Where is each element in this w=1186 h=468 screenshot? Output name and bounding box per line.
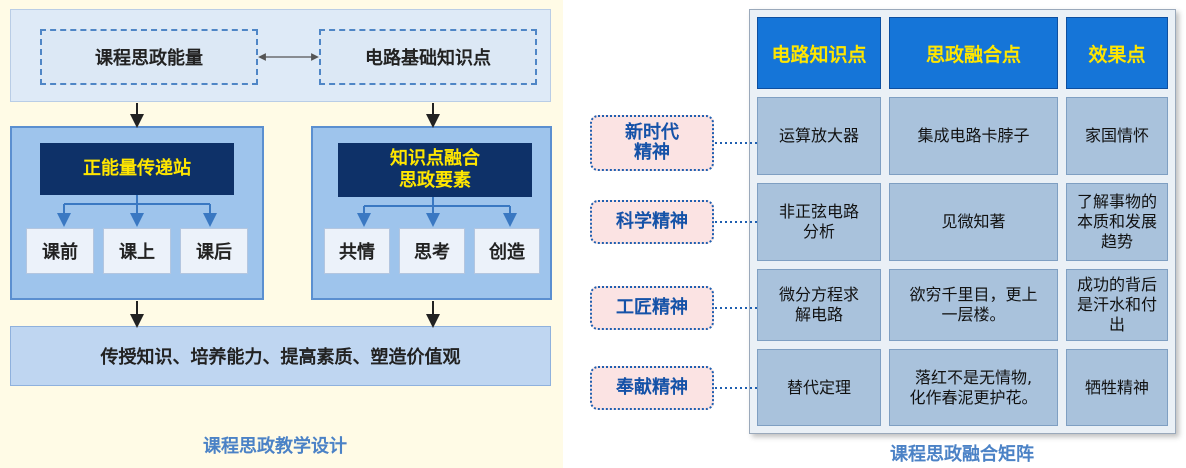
header-ideology-fusion: 思政融合点 xyxy=(889,17,1058,89)
cell-text: 见微知著 xyxy=(941,212,1006,231)
circuit-knowledge-label: 电路基础知识点 xyxy=(365,48,491,69)
cell-text: 欲穷千里目，更上 xyxy=(909,285,1038,304)
cell-text: 了解事物的 xyxy=(1076,192,1157,211)
cell-text: 是汗水和付 xyxy=(1076,295,1157,314)
label-dedication-spirit: 奉献精神 xyxy=(590,366,714,410)
label-craftsman-spirit: 工匠精神 xyxy=(590,286,714,330)
label-scientific-spirit: 科学精神 xyxy=(590,200,714,244)
knowledge-fusion-title: 知识点融合 思政要素 xyxy=(338,143,532,197)
table-cell: 欲穷千里目，更上 一层楼。 xyxy=(889,269,1058,341)
cell-text: 解电路 xyxy=(794,305,843,324)
ideology-energy-label: 课程思政能量 xyxy=(95,48,203,69)
header-effect: 效果点 xyxy=(1066,17,1168,89)
creation-box: 创造 xyxy=(474,228,540,274)
table-cell: 成功的背后 是汗水和付 出 xyxy=(1066,269,1168,341)
header-effect-text: 效果点 xyxy=(1088,43,1146,66)
table-cell: 家国情怀 xyxy=(1066,97,1168,175)
thinking-label: 思考 xyxy=(414,242,450,263)
cell-text: 牺牲精神 xyxy=(1084,377,1149,397)
fusion-matrix-caption: 课程思政融合矩阵 xyxy=(852,440,1072,466)
empathy-box: 共情 xyxy=(324,228,390,274)
cell-text: 本质和发展 xyxy=(1076,212,1157,231)
in-class-box: 课上 xyxy=(103,228,171,274)
left-connectors xyxy=(57,53,517,328)
circuit-knowledge-box: 电路基础知识点 xyxy=(319,29,537,85)
left-fanout xyxy=(57,195,217,227)
empathy-label: 共情 xyxy=(339,242,375,263)
cell-text: 化作春泥更护花。 xyxy=(909,387,1038,407)
cell-text: 集成电路卡脖子 xyxy=(917,126,1030,145)
thinking-box: 思考 xyxy=(399,228,465,274)
table-cell: 牺牲精神 xyxy=(1066,349,1168,426)
cell-text: 替代定理 xyxy=(786,377,851,397)
after-class-box: 课后 xyxy=(180,228,248,274)
header-circuit-knowledge: 电路知识点 xyxy=(757,17,881,89)
cell-text: 运算放大器 xyxy=(778,126,859,145)
table-cell: 替代定理 xyxy=(757,349,881,426)
table-cell: 落红不是无情物, 化作春泥更护花。 xyxy=(889,349,1058,426)
right-fanout xyxy=(357,197,517,227)
table-cell: 了解事物的 本质和发展 趋势 xyxy=(1066,183,1168,261)
label-new-era-spirit: 新时代 精神 xyxy=(590,115,714,171)
teaching-design-caption: 课程思政教学设计 xyxy=(175,432,375,458)
label-text: 科学精神 xyxy=(616,211,688,232)
cell-text: 微分方程求 xyxy=(778,285,859,304)
label-text: 工匠精神 xyxy=(616,297,688,318)
table-cell: 运算放大器 xyxy=(757,97,881,175)
cell-text: 一层楼。 xyxy=(941,305,1006,324)
table-cell: 非正弦电路 分析 xyxy=(757,183,881,261)
cell-text: 趋势 xyxy=(1100,232,1133,251)
goals-text: 传授知识、培养能力、提高素质、塑造价值观 xyxy=(100,347,461,368)
creation-label: 创造 xyxy=(489,242,525,263)
table-cell: 集成电路卡脖子 xyxy=(889,97,1058,175)
goals-band: 传授知识、培养能力、提高素质、塑造价值观 xyxy=(10,326,551,386)
positive-energy-title: 正能量传递站 xyxy=(40,143,234,195)
header-circuit-knowledge-text: 电路知识点 xyxy=(771,43,867,66)
knowledge-fusion-title-line1: 知识点融合 xyxy=(390,148,480,169)
cell-text: 落红不是无情物, xyxy=(914,367,1033,387)
positive-energy-title-text: 正能量传递站 xyxy=(83,158,191,179)
cell-text: 家国情怀 xyxy=(1084,126,1149,145)
fusion-matrix-caption-text: 课程思政融合矩阵 xyxy=(890,444,1034,465)
label-text: 新时代 xyxy=(625,122,679,143)
ideology-energy-box: 课程思政能量 xyxy=(40,29,258,85)
cell-text: 分析 xyxy=(802,222,835,241)
label-text: 奉献精神 xyxy=(616,377,688,398)
cell-text: 成功的背后 xyxy=(1076,275,1157,294)
table-cell: 微分方程求 解电路 xyxy=(757,269,881,341)
before-class-label: 课前 xyxy=(42,242,78,263)
knowledge-fusion-title-line2: 思政要素 xyxy=(399,170,471,191)
label-connectors xyxy=(715,142,757,389)
before-class-box: 课前 xyxy=(26,228,94,274)
label-text: 精神 xyxy=(634,142,670,163)
in-class-label: 课上 xyxy=(119,242,155,263)
teaching-design-caption-text: 课程思政教学设计 xyxy=(203,436,347,457)
after-class-label: 课后 xyxy=(196,242,232,263)
header-ideology-fusion-text: 思政融合点 xyxy=(925,43,1021,66)
cell-text: 非正弦电路 xyxy=(778,202,859,221)
table-cell: 见微知著 xyxy=(889,183,1058,261)
cell-text: 出 xyxy=(1108,315,1125,334)
